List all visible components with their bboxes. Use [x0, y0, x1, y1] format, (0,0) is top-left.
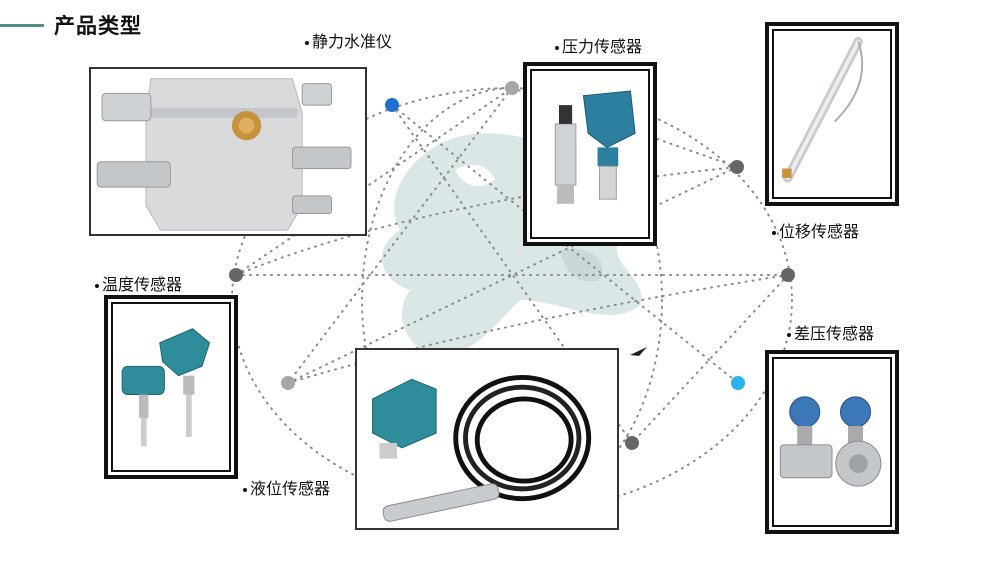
image-differential-pressure-sensor — [765, 350, 899, 534]
node-top — [505, 81, 519, 95]
node-top-left — [385, 98, 399, 112]
node-right — [781, 268, 795, 282]
label-static-level-gauge: 静力水准仪 — [305, 28, 392, 52]
page-title: 产品类型 — [54, 14, 142, 38]
label-liquid-level-sensor: 液位传感器 — [243, 475, 330, 499]
node-right-lower — [731, 376, 745, 390]
node-left-lower — [281, 376, 295, 390]
node-left — [229, 268, 243, 282]
label-displacement-sensor: 位移传感器 — [772, 218, 859, 242]
image-temperature-sensor — [104, 295, 238, 479]
label-temperature-sensor: 温度传感器 — [95, 271, 182, 295]
image-displacement-sensor — [765, 22, 899, 206]
arrow-head — [630, 347, 647, 356]
image-pressure-sensor — [523, 62, 657, 246]
title-accent-bar — [0, 24, 44, 27]
image-static-level-gauge — [89, 67, 367, 236]
node-right-upper — [730, 160, 744, 174]
node-bottom — [625, 436, 639, 450]
image-liquid-level-sensor — [355, 348, 619, 530]
label-differential-pressure-sensor: 差压传感器 — [787, 320, 874, 344]
label-pressure-sensor: 压力传感器 — [555, 33, 642, 57]
network-nodes — [229, 81, 795, 450]
